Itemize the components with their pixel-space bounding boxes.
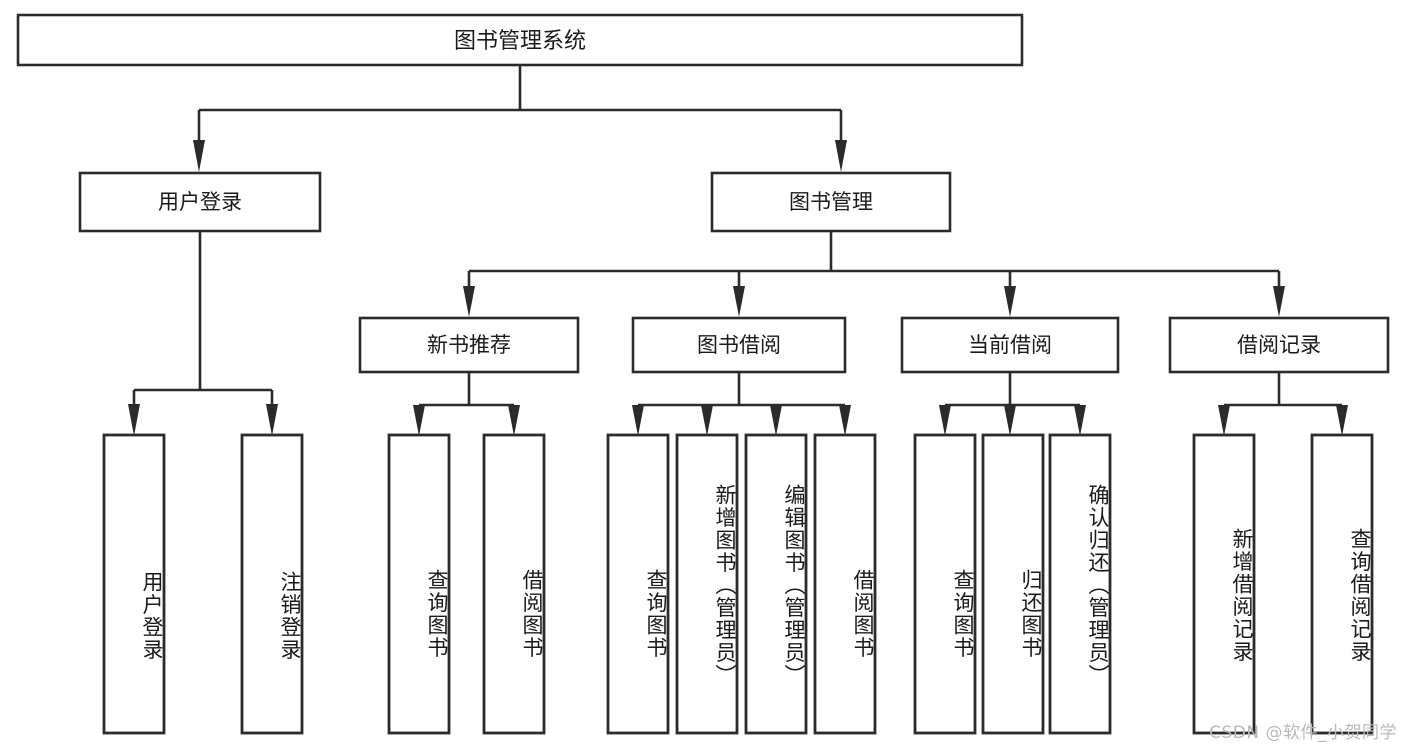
current-borrow-box[interactable] bbox=[900, 316, 1120, 374]
csdn-watermark: CSDN @软件_小贺同学 bbox=[1209, 723, 1397, 743]
node-new-book[interactable]: 新书推荐 bbox=[358, 316, 580, 374]
leaf-box-current-borrow-0[interactable] bbox=[913, 433, 977, 735]
borrow-record-label: 借阅记录 bbox=[1237, 333, 1321, 357]
leaf-box-current-borrow-2[interactable] bbox=[1048, 433, 1112, 735]
connector-root-to-level2 bbox=[193, 65, 847, 172]
leaf-box-borrow-record-1[interactable] bbox=[1310, 433, 1374, 735]
arrow-to-borrow-record bbox=[1273, 286, 1285, 317]
leaf-box-book-borrow-0[interactable] bbox=[606, 433, 670, 735]
arrow-to-leaf-new-book-1 bbox=[508, 405, 520, 436]
current-borrow-label: 当前借阅 bbox=[968, 333, 1052, 357]
arrow-to-leaf-current-borrow-0 bbox=[939, 405, 951, 436]
arrow-to-leaf-new-book-0 bbox=[413, 405, 425, 436]
leaf-box-new-book-0[interactable] bbox=[387, 433, 451, 735]
arrow-to-leaf-current-borrow-1 bbox=[1004, 405, 1016, 436]
node-borrow-record[interactable]: 借阅记录 bbox=[1168, 316, 1390, 374]
node-current-borrow[interactable]: 当前借阅 bbox=[900, 316, 1120, 374]
arrow-to-leaf-borrow-record-1 bbox=[1336, 405, 1348, 436]
connector-new-book-to-leaves bbox=[413, 372, 520, 436]
leaf-box-book-borrow-2[interactable] bbox=[744, 433, 808, 735]
arrow-to-leaf-current-borrow-2 bbox=[1074, 405, 1086, 436]
connector-user-login-to-leaves bbox=[128, 231, 278, 436]
user-login-box[interactable] bbox=[78, 171, 322, 233]
leaf-box-user-login-1[interactable] bbox=[240, 433, 304, 735]
connector-book-manage-to-level3 bbox=[463, 231, 1285, 317]
leaf-box-new-book-1[interactable] bbox=[482, 433, 546, 735]
arrow-to-leaf-borrow-record-0 bbox=[1218, 405, 1230, 436]
arrow-to-leaf-user-login-1 bbox=[266, 404, 278, 436]
arrow-to-book-manage bbox=[835, 140, 847, 172]
leaf-box-user-login-0[interactable] bbox=[102, 433, 166, 735]
node-user-login[interactable]: 用户登录 bbox=[78, 171, 322, 233]
arrow-to-leaf-book-borrow-0 bbox=[632, 405, 644, 436]
arrow-to-leaf-book-borrow-2 bbox=[770, 405, 782, 436]
arrow-to-leaf-book-borrow-3 bbox=[839, 405, 851, 436]
node-root[interactable]: 图书管理系统 bbox=[16, 13, 1024, 67]
user-login-label: 用户登录 bbox=[158, 190, 242, 214]
leaf-box-borrow-record-0[interactable] bbox=[1192, 433, 1256, 735]
arrow-to-new-book bbox=[463, 286, 475, 317]
node-book-borrow[interactable]: 图书借阅 bbox=[631, 316, 847, 374]
arrow-to-user-login bbox=[193, 140, 205, 172]
arrow-to-current-borrow bbox=[1004, 286, 1016, 317]
new-book-box[interactable] bbox=[358, 316, 580, 374]
leaf-box-book-borrow-1[interactable] bbox=[675, 433, 739, 735]
new-book-label: 新书推荐 bbox=[427, 333, 511, 357]
book-borrow-label: 图书借阅 bbox=[697, 333, 781, 357]
root-box[interactable] bbox=[16, 13, 1024, 67]
root-label: 图书管理系统 bbox=[454, 29, 586, 54]
node-book-manage[interactable]: 图书管理 bbox=[710, 171, 952, 233]
leaf-box-book-borrow-3[interactable] bbox=[813, 433, 877, 735]
arrow-to-leaf-book-borrow-1 bbox=[701, 405, 713, 436]
connector-book-borrow-to-leaves bbox=[632, 372, 851, 436]
book-manage-label: 图书管理 bbox=[789, 190, 873, 214]
arrow-to-leaf-user-login-0 bbox=[128, 404, 140, 436]
leaf-box-current-borrow-1[interactable] bbox=[981, 433, 1045, 735]
arrow-to-book-borrow bbox=[733, 286, 745, 317]
connector-current-borrow-to-leaves bbox=[939, 372, 1086, 436]
connector-borrow-record-to-leaves bbox=[1218, 372, 1348, 436]
